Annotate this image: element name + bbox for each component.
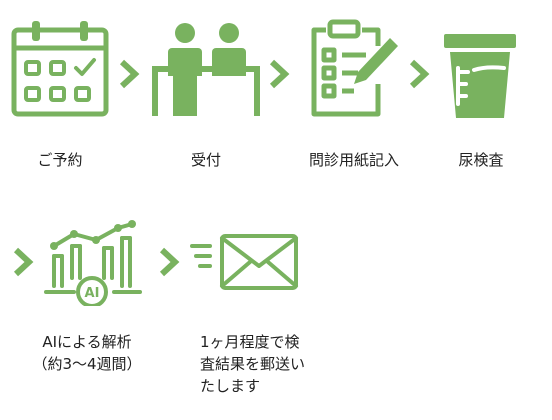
step-label-urine-test: 尿検査 (458, 151, 504, 169)
step-label-reception: 受付 (190, 151, 221, 169)
urine-cup-icon (444, 34, 516, 118)
calendar-icon (11, 21, 109, 117)
step-label-reservation: ご予約 (37, 151, 83, 169)
clipboard-pencil-icon (311, 19, 398, 117)
svg-text:AI: AI (85, 286, 100, 301)
step-label-results-line3: たします (200, 377, 261, 395)
step-label-results-line1: 1ヶ月程度で検 (200, 333, 300, 351)
mail-envelope-icon (190, 234, 298, 290)
step-label-ai-analysis-line2: （約3〜4週間） (32, 355, 142, 373)
step-label-ai-analysis-line1: AIによる解析 (42, 333, 132, 351)
step-label-ai-analysis: AIによる解析 （約3〜4週間） (22, 331, 152, 375)
chevron-right-icon (159, 247, 180, 277)
step-label-results-mailing: 1ヶ月程度で検 査結果を郵送い たします (200, 331, 320, 397)
chevron-right-icon (119, 59, 140, 89)
chevron-right-icon (409, 59, 430, 89)
reception-people-icon (152, 23, 260, 116)
chevron-right-icon (269, 59, 290, 89)
step-label-questionnaire: 問診用紙記入 (308, 151, 399, 169)
ai-analysis-chart-icon: AI (44, 220, 142, 306)
step-label-results-line2: 査結果を郵送い (200, 355, 306, 373)
chevron-right-icon (13, 247, 34, 277)
